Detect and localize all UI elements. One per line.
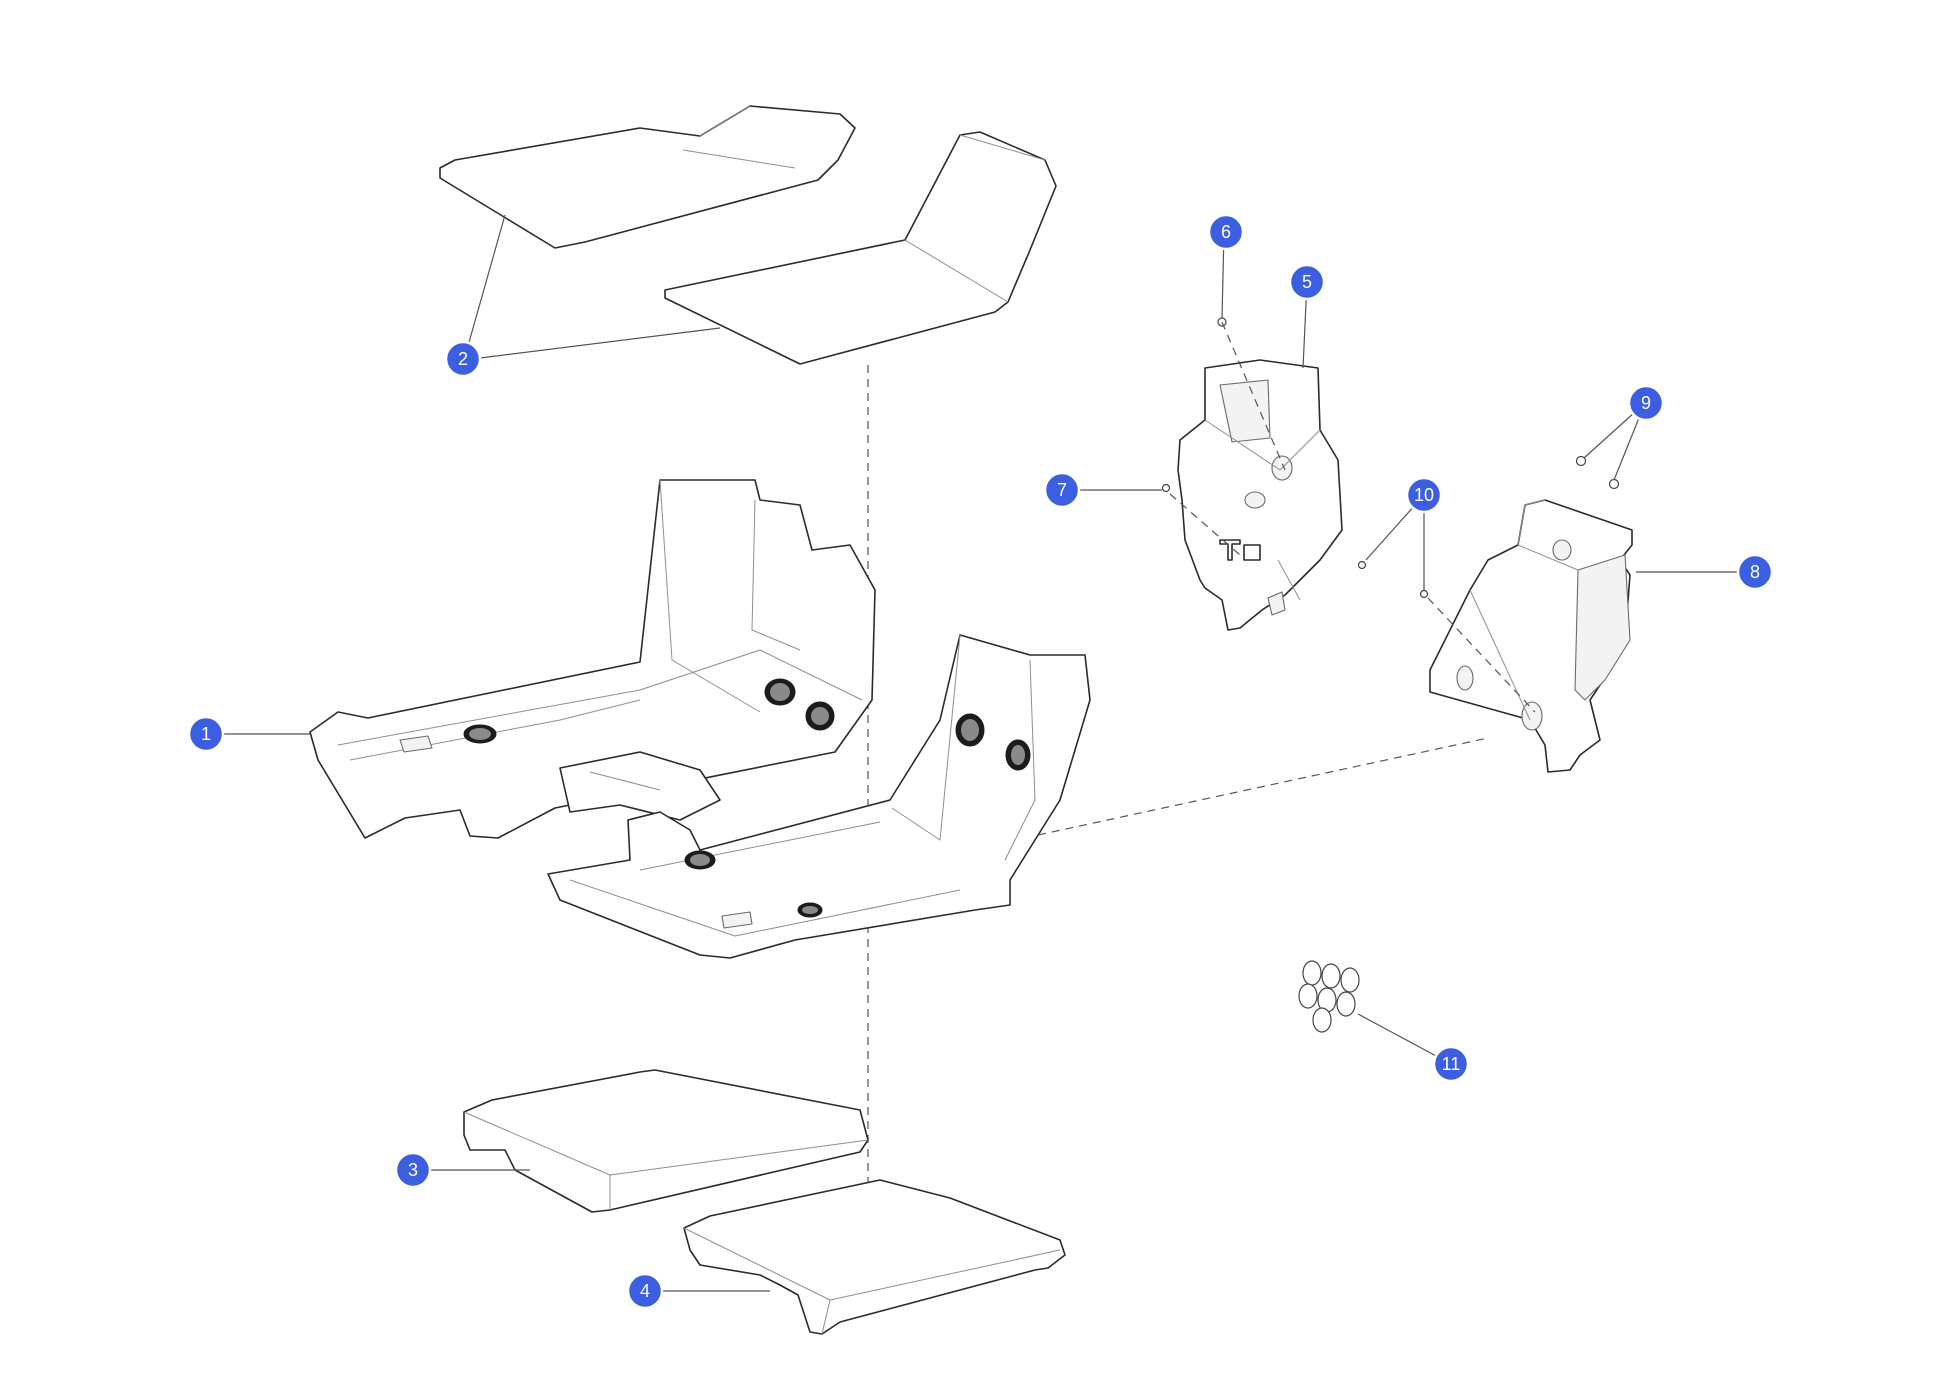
callout-number: 8 <box>1750 562 1760 582</box>
alignment-line-diagonal <box>1037 737 1489 836</box>
callout-number: 10 <box>1414 485 1434 505</box>
storage-tray-front <box>683 1179 1066 1335</box>
floor-pan-assembly <box>309 479 1091 959</box>
callout-number: 4 <box>640 1281 650 1301</box>
callout-number: 2 <box>458 349 468 369</box>
callout-number: 11 <box>1442 1054 1461 1074</box>
callout-number: 9 <box>1641 393 1651 413</box>
floor-mat-front <box>664 131 1057 365</box>
storage-tray-rear <box>463 1069 869 1213</box>
callout-3: 3 <box>394 1151 432 1189</box>
callout-9: 9 <box>1627 384 1665 422</box>
logo-mark <box>1219 539 1241 561</box>
callout-8: 8 <box>1736 553 1774 591</box>
callout-number: 3 <box>408 1160 418 1180</box>
side-trim-panel-right <box>1429 499 1633 773</box>
callout-7: 7 <box>1043 471 1081 509</box>
plug-set <box>1298 960 1360 1033</box>
callout-4: 4 <box>626 1272 664 1310</box>
callout-10: 10 <box>1405 476 1443 514</box>
screw <box>1161 483 1241 556</box>
callout-11: 11 <box>1432 1045 1470 1083</box>
callout-number: 6 <box>1221 222 1231 242</box>
callout-1: 1 <box>187 715 225 753</box>
callout-2: 2 <box>444 340 482 378</box>
floor-mat-rear <box>439 105 856 249</box>
callout-number: 1 <box>201 724 211 744</box>
callout-6: 6 <box>1207 213 1245 251</box>
callout-number: 7 <box>1057 480 1067 500</box>
callout-5: 5 <box>1288 263 1326 301</box>
screws <box>1357 560 1536 713</box>
side-trim-panel-left <box>1177 359 1343 631</box>
callout-number: 5 <box>1302 272 1312 292</box>
nuts <box>1575 455 1620 490</box>
